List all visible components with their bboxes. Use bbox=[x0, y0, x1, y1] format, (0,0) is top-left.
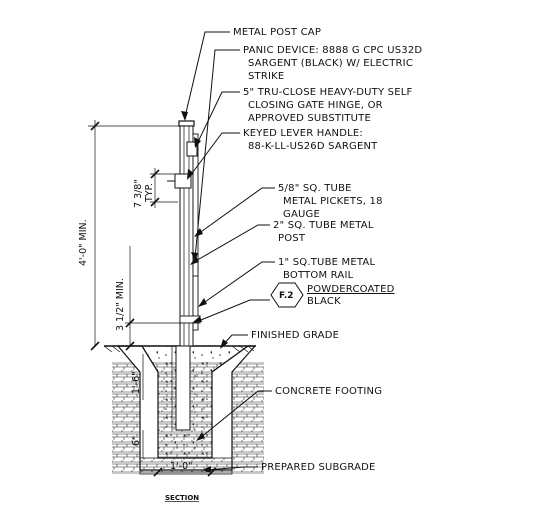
label-finished-grade: FINISHED GRADE bbox=[251, 330, 339, 341]
label-picket-1: 5/8" SQ. TUBE bbox=[278, 183, 352, 194]
gate-hinge bbox=[186, 141, 198, 157]
metal-post bbox=[179, 125, 194, 347]
dim-handle-height: 7 3/8" bbox=[133, 179, 144, 208]
label-hinge-2: CLOSING GATE HINGE, OR bbox=[248, 100, 383, 111]
label-lever-1: KEYED LEVER HANDLE: bbox=[243, 128, 363, 139]
label-picket-2: METAL PICKETS, 18 bbox=[283, 196, 383, 207]
leader-lines bbox=[181, 31, 275, 473]
label-post-2: POST bbox=[278, 233, 306, 244]
label-rail-1: 1" SQ.TUBE METAL bbox=[278, 257, 375, 268]
label-post-1: 2" SQ. TUBE METAL bbox=[273, 220, 374, 231]
label-picket-3: GAUGE bbox=[283, 209, 320, 220]
embedded-post bbox=[175, 345, 191, 431]
label-prepared-subgrade: PREPARED SUBGRADE bbox=[261, 462, 376, 473]
dim-height-min: 4'-0" MIN. bbox=[78, 219, 89, 266]
panic-device bbox=[192, 261, 199, 277]
ground-section bbox=[103, 345, 264, 475]
label-panic-1: PANIC DEVICE: 8888 G CPC US32D bbox=[243, 45, 422, 56]
label-panic-3: STRIKE bbox=[248, 71, 284, 82]
dimension-lines: 4'-0" MIN. 7 3/8" TYP. 3 1/2" MIN. 1'-6"… bbox=[78, 120, 217, 477]
post-cap bbox=[178, 120, 195, 127]
label-concrete-footing: CONCRETE FOOTING bbox=[275, 386, 382, 397]
dim-footing-width: 1'-0" bbox=[170, 461, 193, 472]
dim-clearance: 3 1/2" MIN. bbox=[115, 278, 126, 331]
label-finish-1: POWDERCOATED bbox=[307, 284, 395, 295]
callout-notes: METAL POST CAP PANIC DEVICE: 8888 G CPC … bbox=[165, 27, 422, 502]
label-post-cap: METAL POST CAP bbox=[233, 27, 321, 38]
dim-footing-base: 6" bbox=[131, 436, 142, 446]
section-title: SECTION bbox=[165, 494, 199, 502]
label-hinge-3: APPROVED SUBSTITUTE bbox=[248, 113, 371, 124]
label-lever-2: 88-K-LL-US26D SARGENT bbox=[248, 141, 378, 152]
dim-footing-depth: 1'-6" bbox=[131, 372, 142, 395]
dim-handle-typ: TYP. bbox=[144, 183, 155, 203]
label-panic-2: SARGENT (BLACK) W/ ELECTRIC bbox=[248, 58, 413, 69]
finish-tag-hexagon bbox=[270, 282, 304, 308]
label-hinge-1: 5" TRU-CLOSE HEAVY-DUTY SELF bbox=[243, 87, 413, 98]
finish-tag: F.2 bbox=[279, 291, 294, 301]
label-rail-2: BOTTOM RAIL bbox=[283, 270, 354, 281]
post-assembly bbox=[167, 120, 201, 347]
label-finish-2: BLACK bbox=[307, 296, 341, 307]
concrete-fill bbox=[142, 346, 246, 458]
